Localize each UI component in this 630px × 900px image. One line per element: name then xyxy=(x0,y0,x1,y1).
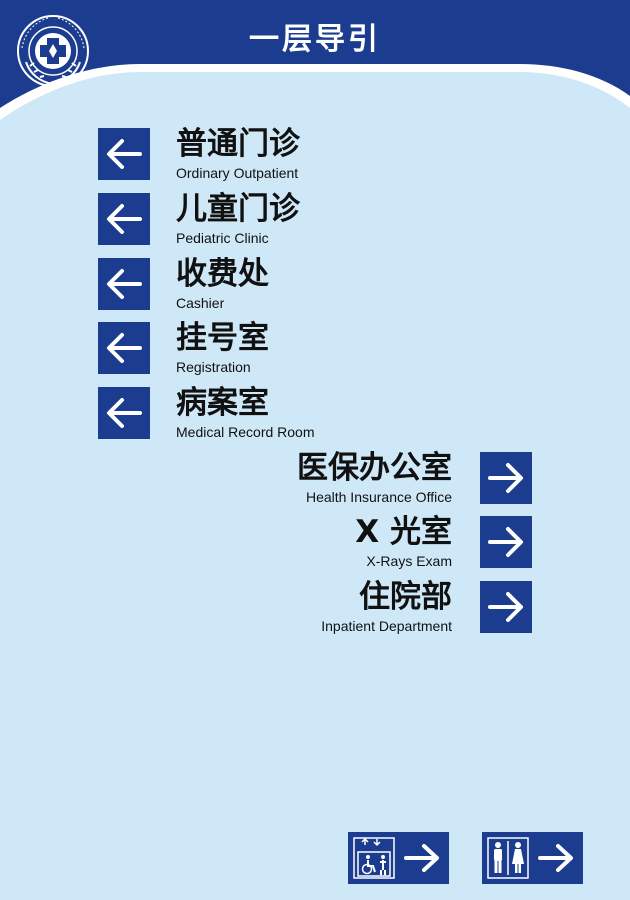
destination-name-en: Pediatric Clinic xyxy=(176,230,269,246)
page-title: 一层导引 xyxy=(249,22,381,57)
sign-row-pediatric-clinic: 儿童门诊 Pediatric Clinic xyxy=(98,191,398,255)
right-arrow-icon xyxy=(538,844,573,872)
destination-name-en: Ordinary Outpatient xyxy=(176,165,299,181)
elevator-accessible-icon xyxy=(353,837,395,879)
left-arrow-icon xyxy=(98,128,150,180)
destination-name-cn: 儿童门诊 xyxy=(176,191,300,227)
destination-name-en: Registration xyxy=(176,359,251,375)
restroom-icon xyxy=(487,837,529,879)
destination-name-cn: 收费处 xyxy=(176,256,269,292)
sign-row-x-rays-exam: X 光室 X-Rays Exam xyxy=(232,514,532,578)
destination-name-cn: 普通门诊 xyxy=(176,126,300,162)
elevator-sign xyxy=(348,832,449,884)
restroom-sign xyxy=(482,832,583,884)
sign-row-health-insurance-office: 医保办公室 Health Insurance Office xyxy=(232,450,532,514)
left-arrow-icon xyxy=(98,387,150,439)
right-arrow-icon xyxy=(404,844,439,872)
hospital-emblem-icon xyxy=(12,10,94,92)
sign-row-inpatient-department: 住院部 Inpatient Department xyxy=(232,579,532,643)
right-arrow-icon xyxy=(480,581,532,633)
destination-name-en: X-Rays Exam xyxy=(366,553,452,569)
sign-row-ordinary-outpatient: 普通门诊 Ordinary Outpatient xyxy=(98,126,398,190)
header-wave xyxy=(0,0,630,120)
destination-name-cn: 病案室 xyxy=(176,385,269,421)
sign-row-registration: 挂号室 Registration xyxy=(98,320,398,384)
left-arrow-icon xyxy=(98,322,150,374)
right-arrow-icon xyxy=(480,516,532,568)
sign-row-medical-record-room: 病案室 Medical Record Room xyxy=(98,385,398,449)
destination-name-cn: 住院部 xyxy=(359,579,452,615)
right-arrow-icon xyxy=(480,452,532,504)
left-arrow-icon xyxy=(98,193,150,245)
destination-name-cn: X 光室 xyxy=(355,514,452,550)
header-banner: 一层导引 xyxy=(0,0,630,130)
sign-row-cashier: 收费处 Cashier xyxy=(98,256,398,320)
destination-name-en: Health Insurance Office xyxy=(305,489,452,505)
left-arrow-icon xyxy=(98,258,150,310)
destination-name-cn: 医保办公室 xyxy=(297,450,452,486)
destination-name-en: Medical Record Room xyxy=(176,424,315,440)
destination-name-en: Cashier xyxy=(176,295,225,311)
destination-name-cn: 挂号室 xyxy=(176,320,269,356)
destination-name-en: Inpatient Department xyxy=(321,618,452,634)
